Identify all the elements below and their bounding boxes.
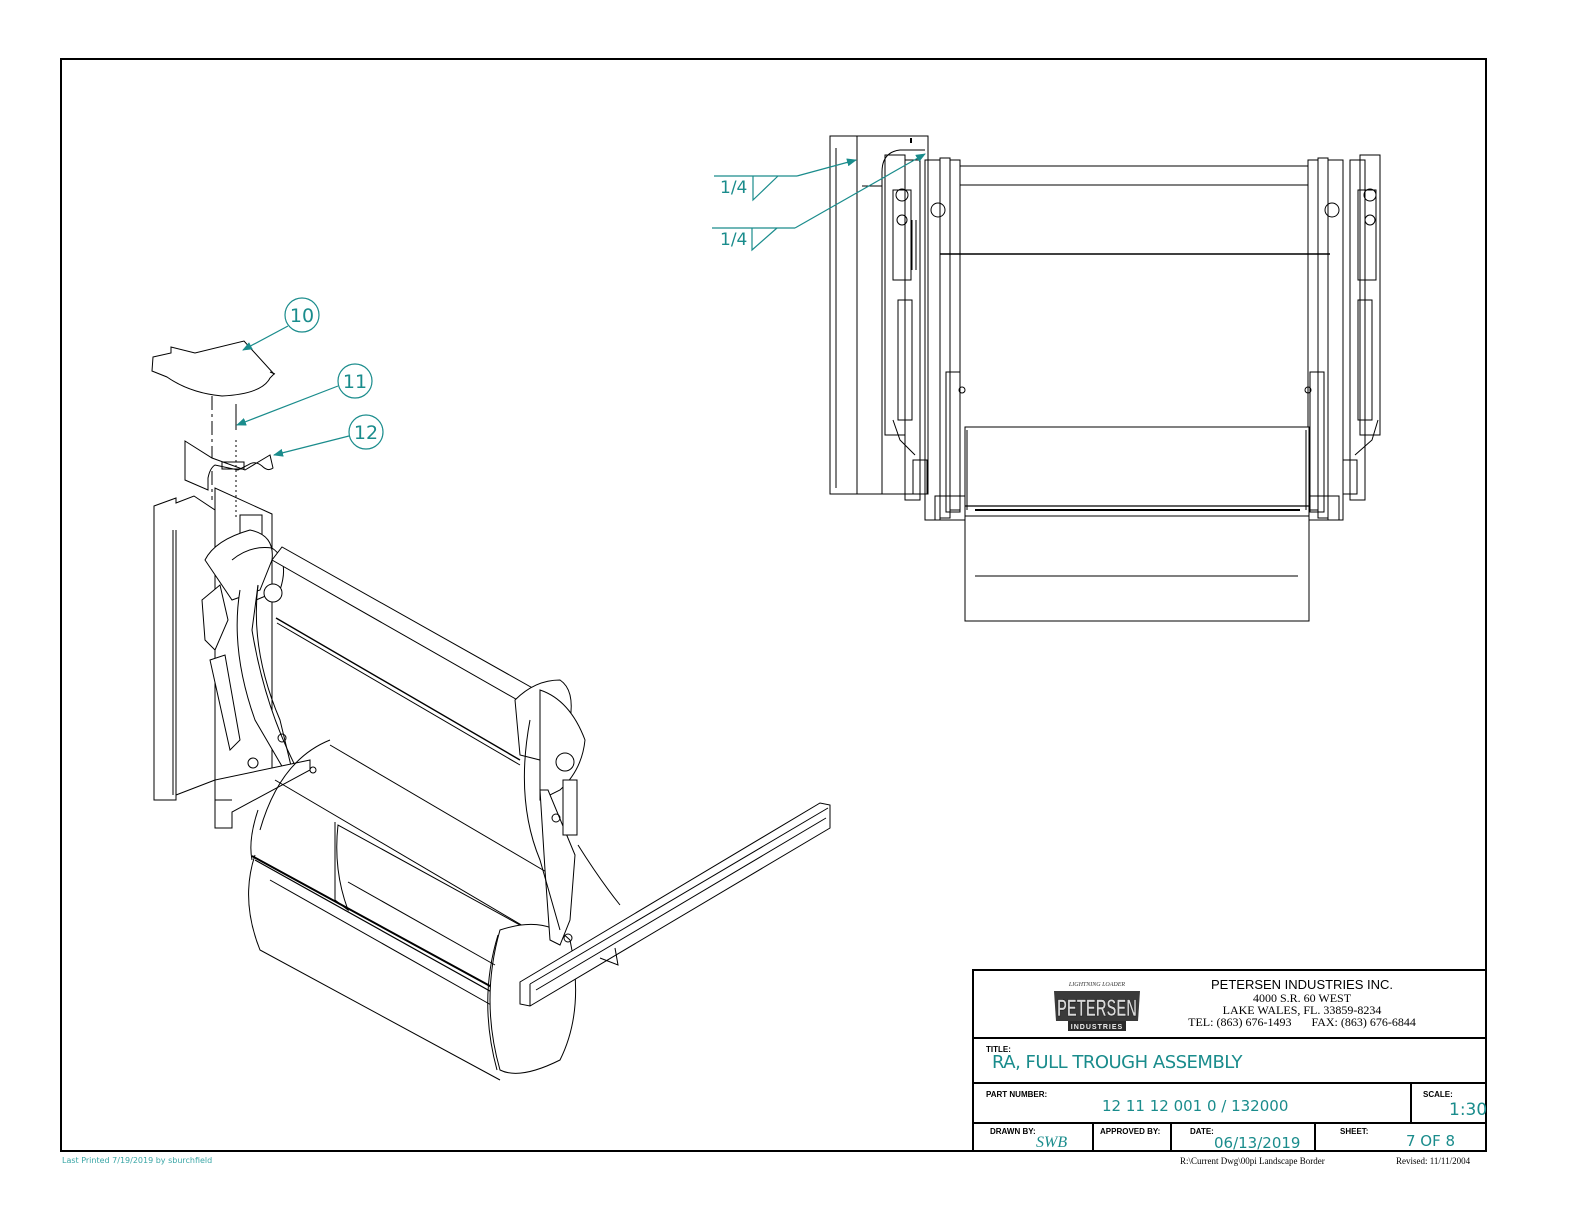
approved-divider	[1092, 1124, 1094, 1152]
company-phone: TEL: (863) 676-1493	[1188, 1015, 1292, 1029]
part-number: 12 11 12 001 0 / 132000	[1102, 1097, 1289, 1115]
company-address-1: 4000 S.R. 60 WEST	[1252, 991, 1352, 1005]
signoff-row: DRAWN BY: SWB APPROVED BY: DATE: 06/13/2…	[974, 1124, 1485, 1152]
part-number-row: PART NUMBER: 12 11 12 001 0 / 132000 SCA…	[974, 1084, 1488, 1124]
sheet-value: 7 OF 8	[1406, 1132, 1456, 1150]
title-label: TITLE:	[986, 1045, 1011, 1054]
title-block: LIGHTNING LOADER PETERSEN INDUSTRIES PET…	[972, 969, 1487, 1152]
svg-text:LIGHTNING LOADER: LIGHTNING LOADER	[1068, 982, 1126, 988]
weld-size-1: 1/4	[720, 178, 747, 198]
approved-by-label: APPROVED BY:	[1100, 1127, 1161, 1136]
company-contact: TEL: (863) 676-1493 FAX: (863) 676-6844	[1152, 1016, 1452, 1028]
drawn-by-value: SWB	[1036, 1134, 1068, 1151]
front-view	[829, 135, 1381, 622]
drawn-by-label: DRAWN BY:	[990, 1127, 1036, 1136]
balloon-12: 12	[354, 422, 378, 444]
balloon-10: 10	[290, 305, 314, 327]
title-block-header: LIGHTNING LOADER PETERSEN INDUSTRIES PET…	[974, 971, 1485, 1039]
scale-value: 1:30	[1449, 1100, 1488, 1120]
weld-size-2: 1/4	[720, 230, 747, 250]
drawing-title: RA, FULL TROUGH ASSEMBLY	[992, 1052, 1242, 1073]
balloon-11: 11	[343, 371, 367, 393]
sheet-divider	[1314, 1124, 1316, 1152]
company-info: PETERSEN INDUSTRIES INC. 4000 S.R. 60 WE…	[1152, 977, 1452, 1028]
company-name: PETERSEN INDUSTRIES INC.	[1210, 977, 1394, 992]
border-path-note: R:\Current Dwg\00pi Landscape Border	[1180, 1156, 1325, 1166]
scale-divider	[1410, 1084, 1412, 1122]
date-value: 06/13/2019	[1214, 1134, 1301, 1152]
drawing-sheet-border	[60, 58, 1487, 1152]
svg-text:INDUSTRIES: INDUSTRIES	[1071, 1024, 1123, 1031]
date-divider	[1170, 1124, 1172, 1152]
date-label: DATE:	[1190, 1127, 1214, 1136]
title-row: TITLE: RA, FULL TROUGH ASSEMBLY	[974, 1039, 1485, 1084]
company-fax: FAX: (863) 676-6844	[1311, 1015, 1416, 1029]
part-number-label: PART NUMBER:	[986, 1090, 1048, 1099]
weld-symbols	[712, 153, 926, 252]
company-address-2: LAKE WALES, FL. 33859-8234	[1222, 1003, 1382, 1017]
balloon-leaders	[236, 297, 384, 457]
svg-text:PETERSEN: PETERSEN	[1057, 995, 1137, 1022]
isometric-view	[151, 340, 831, 1081]
sheet-label: SHEET:	[1340, 1127, 1369, 1136]
last-printed-note: Last Printed 7/19/2019 by sburchfield	[62, 1156, 213, 1165]
scale-label: SCALE:	[1423, 1090, 1453, 1099]
revised-note: Revised: 11/11/2004	[1396, 1156, 1471, 1166]
petersen-logo-icon: LIGHTNING LOADER PETERSEN INDUSTRIES	[1054, 982, 1140, 1031]
